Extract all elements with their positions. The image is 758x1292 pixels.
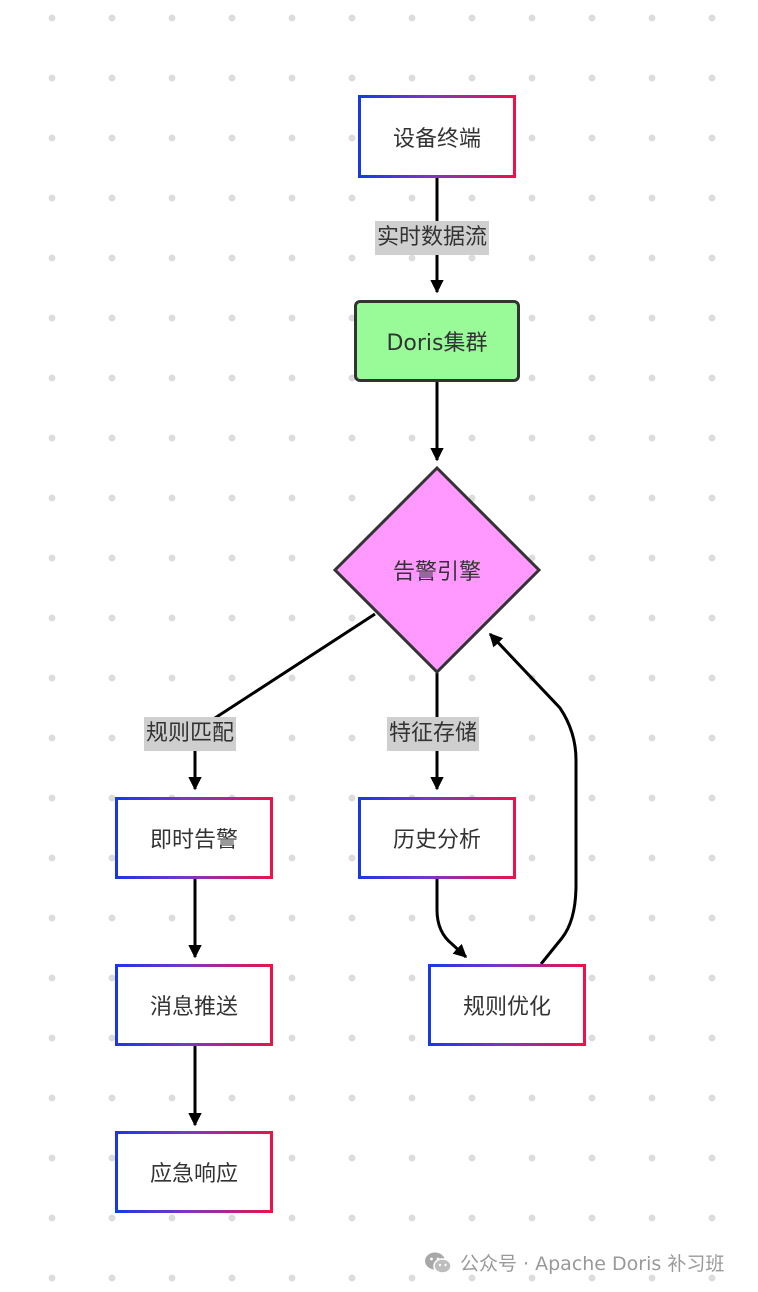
node-emergency-response-label: 应急响应: [149, 1162, 238, 1187]
edge-label-match: 规则匹配: [144, 717, 237, 751]
node-alert-engine-label: 告警引擎: [392, 560, 481, 585]
node-rule-optimize[interactable]: 规则优化: [428, 964, 586, 1046]
edge-label-store: 特征存储: [387, 717, 480, 751]
node-device-terminal-label: 设备终端: [392, 126, 481, 152]
node-device-terminal[interactable]: 设备终端: [358, 95, 516, 178]
node-instant-alert-label: 即时告警: [149, 828, 238, 853]
node-alert-engine[interactable]: 告警引擎: [367, 550, 507, 590]
wechat-icon: [425, 1252, 452, 1274]
node-message-push-label: 消息推送: [149, 995, 238, 1020]
edge-history-to-optimize: [435, 879, 468, 959]
node-doris-cluster[interactable]: Doris集群: [354, 300, 520, 382]
node-instant-alert[interactable]: 即时告警: [115, 797, 273, 879]
node-rule-optimize-label: 规则优化: [462, 995, 551, 1020]
watermark: 公众号 · Apache Doris 补习班: [424, 1249, 724, 1276]
edge-label-stream: 实时数据流: [375, 221, 490, 255]
engine-diamond: [332, 465, 542, 675]
edge-engine-to-instant-alert: [188, 612, 376, 791]
watermark-text: 公众号 · Apache Doris 补习班: [460, 1253, 725, 1275]
edge-optimize-to-engine: [488, 632, 578, 965]
node-history-analysis-label: 历史分析: [392, 828, 481, 853]
node-message-push[interactable]: 消息推送: [115, 964, 273, 1046]
node-history-analysis[interactable]: 历史分析: [358, 797, 516, 879]
node-emergency-response[interactable]: 应急响应: [115, 1131, 273, 1213]
node-doris-cluster-label: Doris集群: [386, 331, 488, 356]
